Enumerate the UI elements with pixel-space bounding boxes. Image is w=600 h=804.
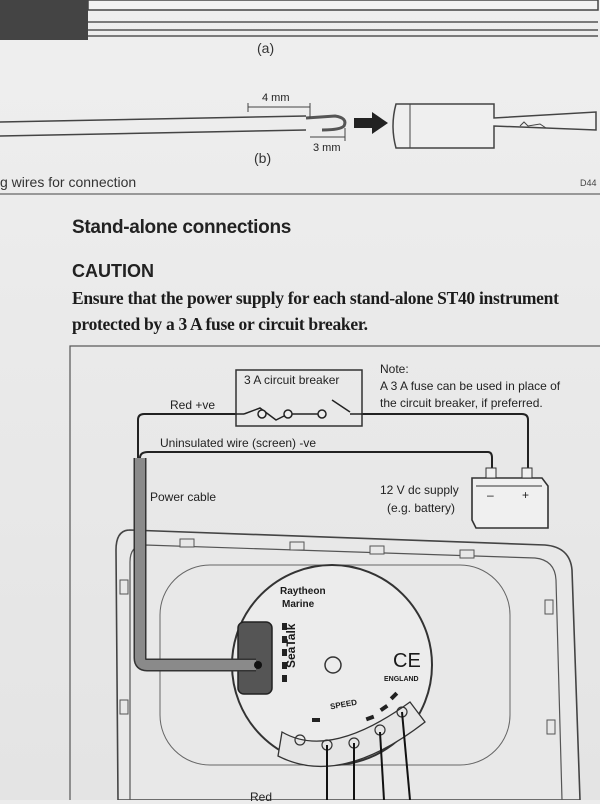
red-wire-label: Red +ve bbox=[170, 398, 216, 412]
caution-text-line1: Ensure that the power supply for each st… bbox=[72, 288, 559, 308]
wiring-diagram bbox=[69, 345, 600, 800]
stripped-wire bbox=[305, 114, 347, 132]
brand-line1: Raytheon bbox=[280, 586, 326, 597]
battery bbox=[471, 477, 549, 529]
note-line1: A 3 A fuse can be used in place of bbox=[380, 379, 561, 393]
country-label: ENGLAND bbox=[384, 676, 419, 683]
speed-terminal-strip bbox=[277, 701, 426, 768]
section-heading: Stand-alone connections bbox=[72, 217, 292, 238]
bottom-red-label: Red bbox=[250, 790, 273, 804]
red-wire bbox=[137, 413, 236, 458]
supply-label-line1: 12 V dc supply bbox=[380, 483, 459, 497]
seatalk-logo: SeaTalk bbox=[284, 623, 298, 668]
screen-wire-label: Uninsulated wire (screen) -ve bbox=[160, 436, 317, 450]
fold-length-label: 3 mm bbox=[313, 142, 341, 154]
ce-mark: CE bbox=[393, 650, 421, 672]
figure-label-b: (b) bbox=[254, 150, 272, 166]
figure-caption: g wires for connection bbox=[0, 174, 137, 190]
drawing-code: D44 bbox=[580, 178, 597, 188]
note-title: Note: bbox=[380, 362, 409, 376]
arrow-icon bbox=[354, 112, 388, 134]
screen-wire bbox=[139, 451, 493, 470]
note-line2: the circuit breaker, if preferred. bbox=[380, 396, 543, 410]
seatalk-connector bbox=[237, 621, 273, 695]
figure-label-a: (a) bbox=[257, 40, 275, 56]
supply-label-line2: (e.g. battery) bbox=[387, 501, 456, 515]
circuit-breaker-box bbox=[235, 369, 363, 427]
crimp-terminal bbox=[392, 103, 597, 149]
connector-block bbox=[0, 0, 88, 40]
diagram-frame bbox=[69, 345, 600, 800]
power-cable-label: Power cable bbox=[150, 490, 217, 504]
wire-preparation-figure bbox=[0, 0, 600, 195]
breaker-label: 3 A circuit breaker bbox=[244, 373, 340, 387]
cable-outline-top bbox=[0, 115, 307, 123]
strip-length-label: 4 mm bbox=[262, 92, 290, 104]
battery-minus-sign: – bbox=[487, 488, 494, 502]
caution-title: CAUTION bbox=[72, 261, 154, 281]
caution-text-line2: protected by a 3 A fuse or circuit break… bbox=[72, 314, 368, 334]
battery-plus-sign: + bbox=[522, 488, 530, 502]
brand-line2: Marine bbox=[282, 599, 315, 610]
cable-outline-bottom bbox=[0, 129, 307, 137]
